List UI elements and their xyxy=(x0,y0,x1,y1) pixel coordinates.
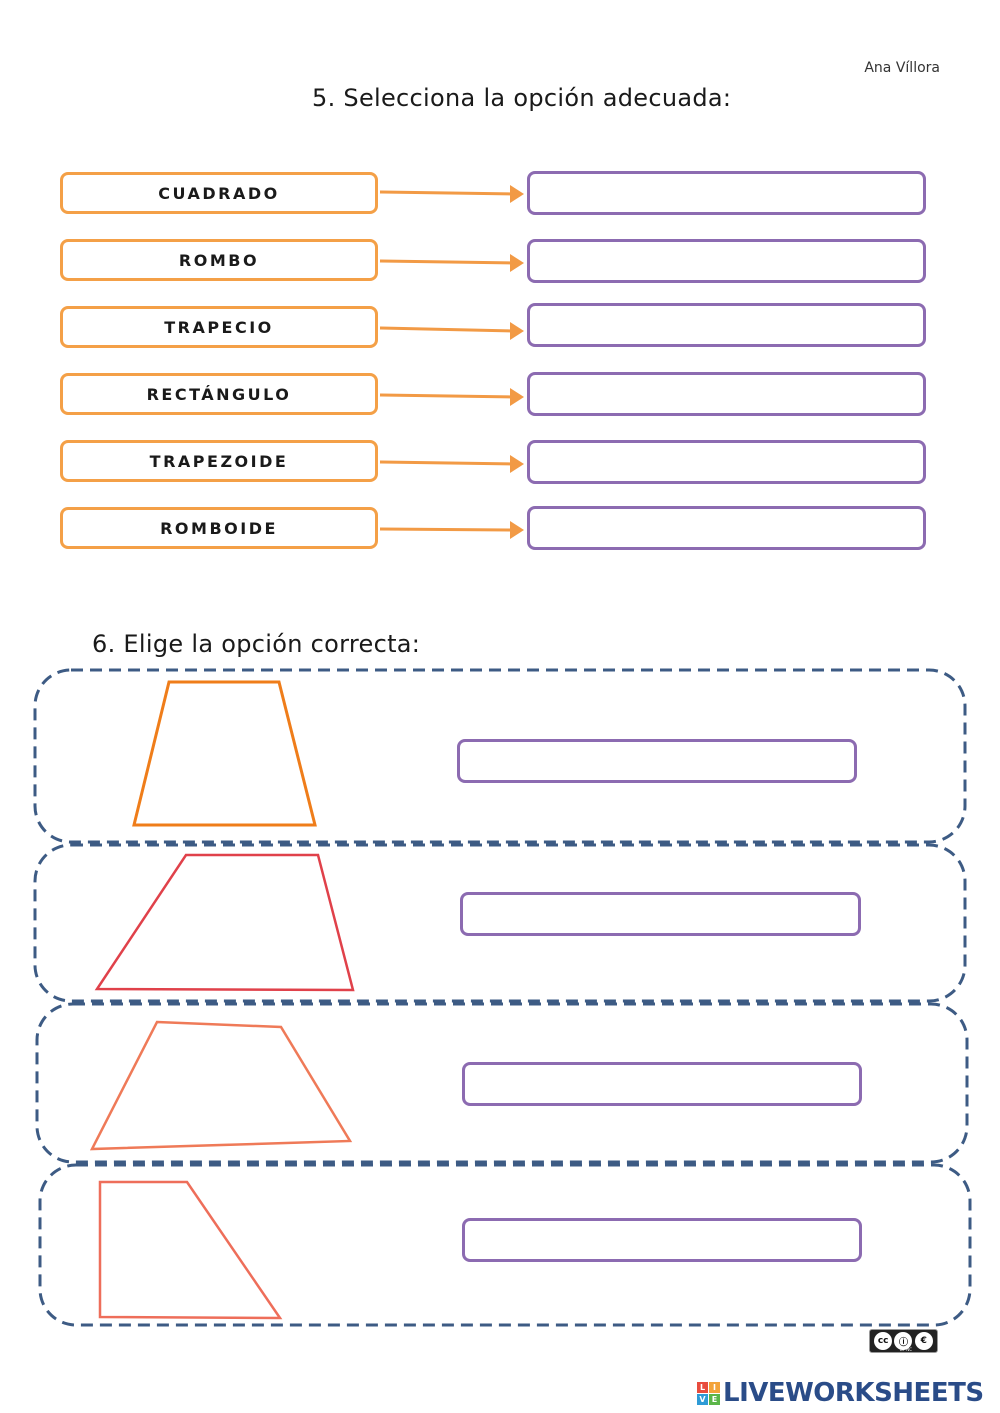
irregular-quadrilateral-shape xyxy=(89,1020,353,1151)
shape-answer-box-4[interactable] xyxy=(462,1218,862,1262)
label-box-trapezoide: TRAPEZOIDE xyxy=(60,440,378,482)
shape-answer-box-3[interactable] xyxy=(462,1062,862,1106)
liveworksheets-logo-icon: L I V E xyxy=(697,1381,720,1405)
arrow-icon xyxy=(379,254,524,272)
dashed-frames xyxy=(33,668,972,1327)
scalene-trapezoid-shape xyxy=(94,853,355,992)
exercise-5-title: 5. Selecciona la opción adecuada: xyxy=(312,84,732,112)
arrow-icon xyxy=(379,521,524,539)
dashed-frame-1 xyxy=(33,668,967,844)
answer-box-2[interactable] xyxy=(527,239,926,283)
shape-answer-box-1[interactable] xyxy=(457,739,857,783)
arrow-icon xyxy=(379,455,524,473)
label-text: TRAPEZOIDE xyxy=(149,451,289,471)
label-box-rombo: ROMBO xyxy=(60,239,378,281)
answer-box-6[interactable] xyxy=(527,506,926,550)
right-trapezoid-shape xyxy=(98,1180,283,1320)
arrow-icon xyxy=(379,388,524,406)
label-text: ROMBOIDE xyxy=(160,518,278,538)
cc-by-nc-icon: cc ⓘ € BY NC xyxy=(869,1329,938,1353)
isosceles-trapezoid-shape xyxy=(132,680,317,827)
dashed-frame-2 xyxy=(33,843,967,1003)
answer-box-3[interactable] xyxy=(527,303,926,347)
author-name: Ana Víllora xyxy=(864,60,940,76)
arrows xyxy=(379,185,524,539)
label-text: TRAPECIO xyxy=(164,317,274,337)
label-text: ROMBO xyxy=(178,250,260,270)
dashed-frame-3 xyxy=(35,1002,969,1164)
label-box-cuadrado: CUADRADO xyxy=(60,172,378,214)
label-text: CUADRADO xyxy=(158,183,280,203)
answer-box-4[interactable] xyxy=(527,372,926,416)
brand-text: LIVEWORKSHEETS xyxy=(723,1378,984,1408)
liveworksheets-brand: L I V E LIVEWORKSHEETS xyxy=(697,1376,984,1410)
answer-box-1[interactable] xyxy=(527,171,926,215)
label-box-trapecio: TRAPECIO xyxy=(60,306,378,348)
exercise-6-title: 6. Elige la opción correcta: xyxy=(92,630,421,658)
shape-answer-box-2[interactable] xyxy=(460,892,861,936)
label-text: RECTÁNGULO xyxy=(146,384,292,404)
arrow-icon xyxy=(379,185,524,203)
dashed-frame-4 xyxy=(38,1163,972,1327)
label-box-rectangulo: RECTÁNGULO xyxy=(60,373,378,415)
label-box-romboide: ROMBOIDE xyxy=(60,507,378,549)
arrow-icon xyxy=(379,322,524,340)
answer-box-5[interactable] xyxy=(527,440,926,484)
